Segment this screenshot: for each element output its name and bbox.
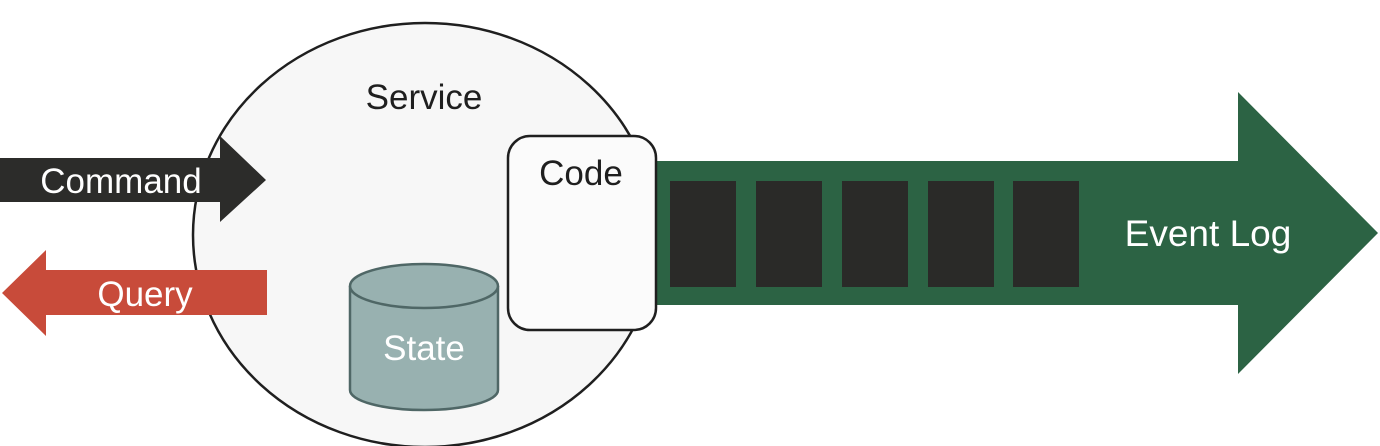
code-box bbox=[506, 134, 658, 332]
state-database-icon bbox=[348, 262, 500, 412]
query-arrow bbox=[2, 250, 267, 336]
command-label: Command bbox=[40, 162, 201, 201]
event-blocks bbox=[670, 181, 1079, 287]
state-cylinder-top bbox=[348, 262, 500, 310]
query-label: Query bbox=[97, 275, 193, 314]
command-arrow bbox=[0, 136, 266, 222]
event-block bbox=[756, 181, 822, 287]
event-log-label: Event Log bbox=[1125, 213, 1292, 254]
event-block bbox=[670, 181, 736, 287]
service-label: Service bbox=[366, 78, 483, 117]
event-block bbox=[928, 181, 994, 287]
state-cylinder-body bbox=[348, 286, 500, 412]
code-label: Code bbox=[539, 154, 623, 193]
event-block bbox=[842, 181, 908, 287]
state-label: State bbox=[383, 329, 465, 368]
event-block bbox=[1013, 181, 1079, 287]
